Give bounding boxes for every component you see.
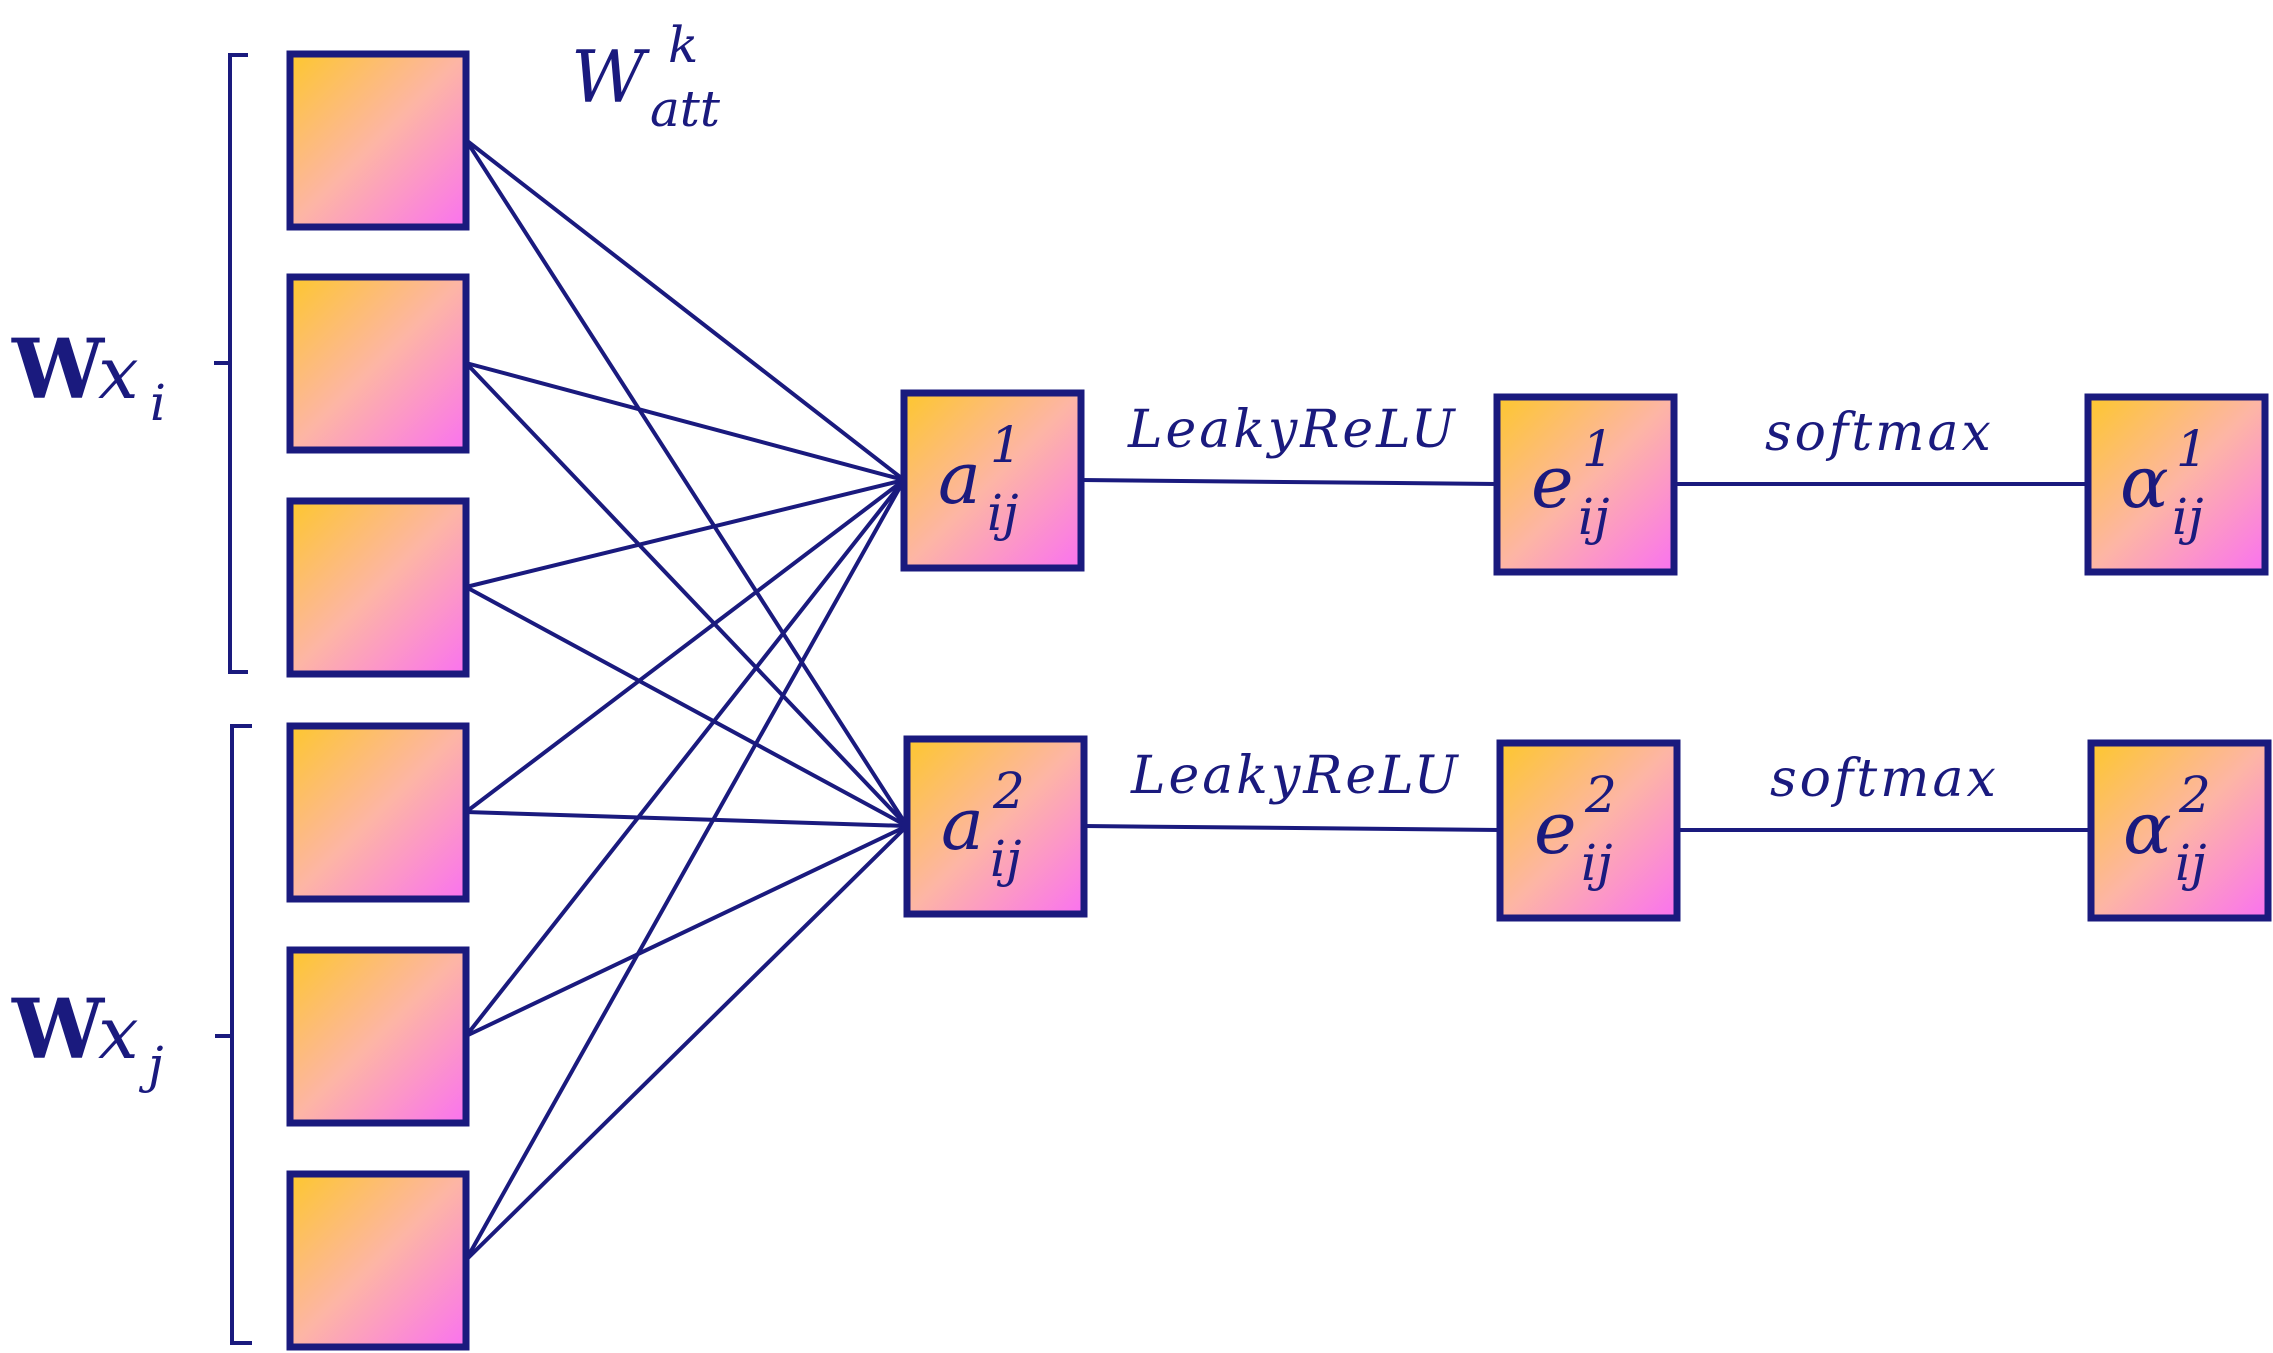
edge-input-1-to-a1 xyxy=(464,138,906,482)
line-a1-e1 xyxy=(1080,478,1498,486)
node-alpha2 xyxy=(2087,739,2272,922)
edge-input-5-to-a2 xyxy=(465,824,908,1038)
alpha2-base: α xyxy=(2123,786,2172,870)
input-node-j-3 xyxy=(286,1170,470,1351)
edge-input-6-to-a2 xyxy=(464,824,909,1262)
e2-sub: ij xyxy=(1581,834,1613,892)
alpha2-label: α ij 2 xyxy=(2123,766,2212,892)
node-a1 xyxy=(900,389,1085,572)
alpha1-sub: ij xyxy=(2172,488,2204,546)
a1-base: a xyxy=(938,436,981,520)
e1-label: e ij 1 xyxy=(1531,420,1615,546)
bracket-j xyxy=(215,724,252,1345)
edge-input-3-to-a2 xyxy=(465,585,908,828)
alpha1-sup: 1 xyxy=(2176,420,2208,478)
e2-base: e xyxy=(1534,786,1577,870)
bracket-i xyxy=(214,53,248,674)
edge-input-4-to-a2 xyxy=(465,810,908,828)
input-j-sub: j xyxy=(138,1036,164,1094)
alpha1-label: α ij 1 xyxy=(2120,420,2209,546)
a2-label: a ij 2 xyxy=(941,762,1027,888)
input-i-sub: i xyxy=(150,374,166,432)
alpha2-sup: 2 xyxy=(2178,766,2211,824)
node-alpha1 xyxy=(2084,393,2269,576)
a2-base: a xyxy=(941,782,984,866)
input-node-i-1 xyxy=(286,50,470,231)
input-node-j-1 xyxy=(286,722,470,903)
activation-label-1: LeakyReLU xyxy=(1127,400,1458,460)
node-a2 xyxy=(903,735,1088,918)
line-a2-e2 xyxy=(1083,824,1501,832)
connection-lines xyxy=(464,138,909,1262)
a1-sup: 1 xyxy=(990,416,1022,474)
weight-base: W xyxy=(571,35,650,119)
e2-label: e ij 2 xyxy=(1534,766,1618,892)
input-i-label: W x i xyxy=(11,322,166,432)
weight-sup: k xyxy=(668,16,698,74)
edge-input-4-to-a1 xyxy=(464,478,906,814)
edge-input-3-to-a1 xyxy=(465,478,905,589)
input-j-label: W x j xyxy=(11,982,164,1094)
softmax-label-1: softmax xyxy=(1765,403,1994,463)
input-node-j-2 xyxy=(286,946,470,1127)
a2-sub: ij xyxy=(990,830,1022,888)
input-node-i-2 xyxy=(286,273,470,454)
weight-sub: att xyxy=(650,80,721,138)
softmax-label-2: softmax xyxy=(1770,749,1999,809)
edge-input-1-to-a2 xyxy=(464,138,909,828)
alpha1-base: α xyxy=(2120,440,2169,524)
edge-input-2-to-a1 xyxy=(465,361,905,482)
e1-base: e xyxy=(1531,440,1574,524)
weight-label: W att k xyxy=(571,16,725,138)
node-e1 xyxy=(1493,393,1678,576)
a1-label: a ij 1 xyxy=(938,416,1024,542)
a1-sub: ij xyxy=(987,484,1019,542)
input-i-var: x xyxy=(98,331,139,415)
edge-input-6-to-a1 xyxy=(464,479,906,1261)
pipeline-nodes xyxy=(900,389,2272,922)
edge-input-5-to-a1 xyxy=(464,478,906,1038)
e1-sup: 1 xyxy=(1582,420,1614,478)
a2-sup: 2 xyxy=(992,762,1025,820)
input-node-i-3 xyxy=(286,497,470,678)
e1-sub: ij xyxy=(1578,488,1610,546)
input-nodes xyxy=(286,50,470,1351)
input-i-bold: W xyxy=(11,322,106,418)
e2-sup: 2 xyxy=(1584,766,1617,824)
activation-label-2: LeakyReLU xyxy=(1130,746,1461,806)
node-e2 xyxy=(1496,739,1681,922)
pipeline-lines xyxy=(1080,478,2091,832)
alpha2-sub: ij xyxy=(2175,834,2207,892)
input-j-var: x xyxy=(98,991,139,1075)
input-j-bold: W xyxy=(11,982,106,1078)
edge-input-2-to-a2 xyxy=(464,361,909,828)
brackets xyxy=(214,53,252,1345)
